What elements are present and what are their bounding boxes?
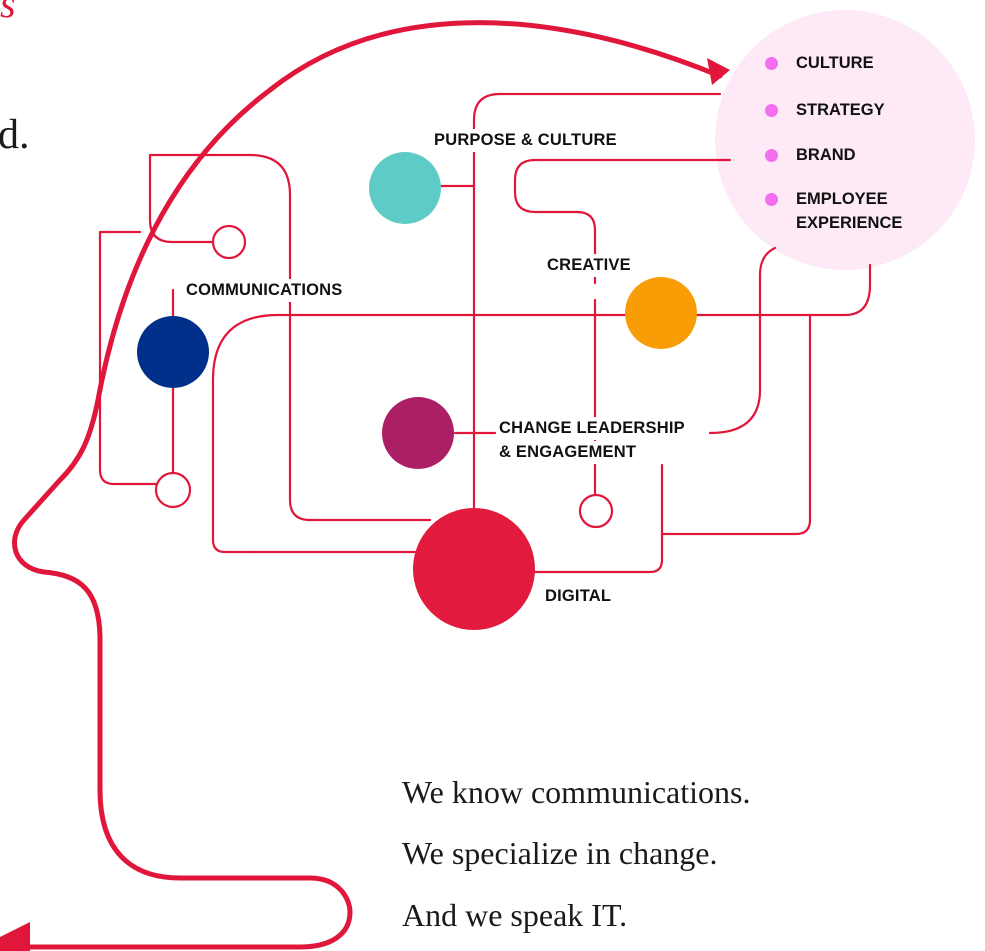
bullet-icon bbox=[765, 57, 778, 70]
label-change-leadership-line1: CHANGE LEADERSHIP bbox=[497, 417, 687, 440]
header-italic-fragment: us bbox=[0, 0, 16, 26]
focus-bubble bbox=[715, 10, 975, 270]
small-node-left bbox=[154, 471, 192, 509]
bullet-icon bbox=[765, 104, 778, 117]
node-orange bbox=[625, 277, 697, 349]
header-text-fragment: d. bbox=[0, 112, 30, 158]
label-creative: CREATIVE bbox=[545, 254, 633, 277]
node-plum bbox=[382, 397, 454, 469]
label-change-leadership-line2: & ENGAGEMENT bbox=[497, 441, 639, 464]
tagline-line-3: And we speak IT. bbox=[402, 897, 628, 933]
focus-item-label: BRAND bbox=[796, 146, 856, 164]
label-communications: COMMUNICATIONS bbox=[184, 279, 345, 302]
node-navy bbox=[137, 316, 209, 388]
focus-item-label: EMPLOYEE bbox=[796, 190, 888, 208]
node-teal bbox=[369, 152, 441, 224]
focus-item-label: STRATEGY bbox=[796, 101, 885, 119]
focus-item-label: EXPERIENCE bbox=[796, 214, 903, 232]
bullet-icon bbox=[765, 193, 778, 206]
small-node-communications bbox=[211, 224, 247, 260]
head-outline bbox=[0, 20, 723, 951]
node-red-digital bbox=[413, 508, 535, 630]
bullet-icon bbox=[765, 149, 778, 162]
tagline-line-1: We know communications. bbox=[402, 774, 751, 810]
label-digital: DIGITAL bbox=[545, 587, 612, 605]
label-purpose-culture: PURPOSE & CULTURE bbox=[432, 129, 619, 152]
small-node-creative bbox=[578, 493, 614, 529]
focus-item-label: CULTURE bbox=[796, 54, 874, 72]
arrow-head bbox=[707, 58, 730, 85]
tagline-line-2: We specialize in change. bbox=[402, 835, 718, 871]
